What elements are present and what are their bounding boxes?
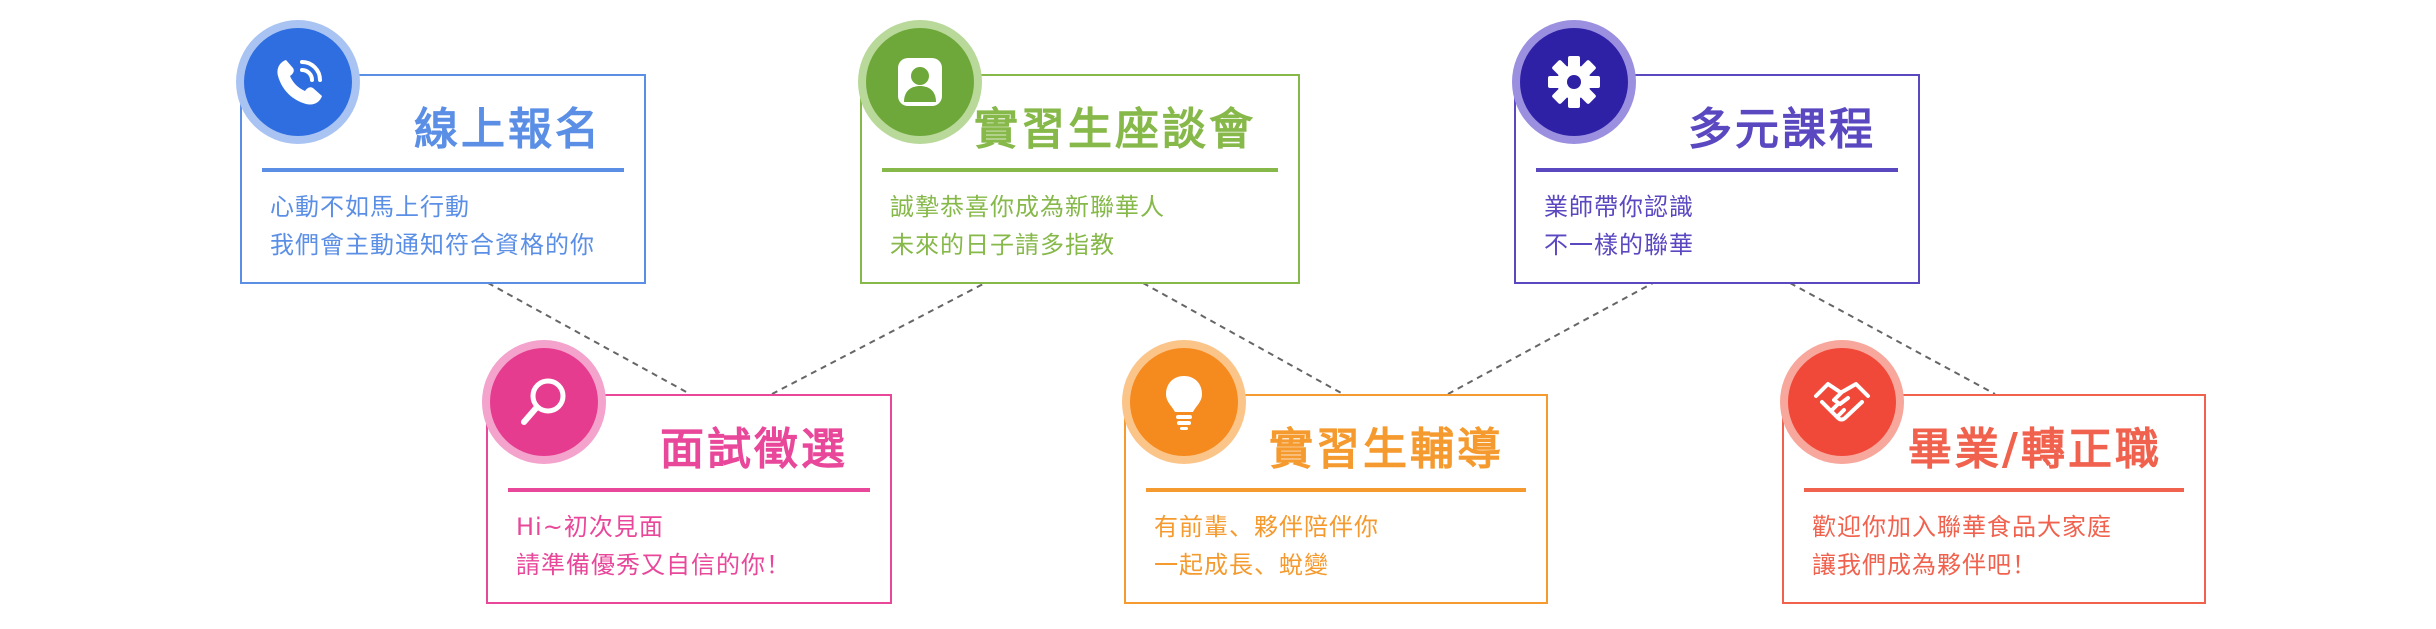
- description-line: 不一樣的聯華: [1544, 231, 1694, 259]
- gear-icon-badge: [1512, 20, 1636, 144]
- title-underline: [262, 168, 624, 172]
- lightbulb-icon-badge: [1122, 340, 1246, 464]
- person-icon-badge: [858, 20, 982, 144]
- search-icon-badge: [482, 340, 606, 464]
- lightbulb-icon: [1166, 376, 1202, 430]
- title-underline: [1804, 488, 2184, 492]
- person-icon: [898, 58, 942, 106]
- step-title: 實習生座談會: [974, 104, 1256, 155]
- phone-icon: [277, 60, 322, 105]
- step-card-orientation: 實習生座談會 誠摯恭喜你成為新聯華人 未來的日子請多指教: [860, 74, 1300, 284]
- title-underline: [1536, 168, 1898, 172]
- description-line: 讓我們成為夥伴吧！: [1812, 551, 2037, 579]
- gear-icon: [1548, 56, 1600, 108]
- search-icon: [521, 378, 566, 425]
- step-description: 業師帶你認識 不一樣的聯華: [1544, 188, 1694, 264]
- connector-line: [1789, 282, 1996, 395]
- step-card-interview: 面試徵選 Hi~初次見面 請準備優秀又自信的你！: [486, 394, 892, 604]
- connector-line: [1142, 282, 1344, 395]
- step-title: 畢業/轉正職: [1907, 424, 2162, 475]
- handshake-icon-badge: [1780, 340, 1904, 464]
- description-line: 一起成長、蛻變: [1154, 551, 1329, 579]
- description-line: 業師帶你認識: [1544, 193, 1694, 221]
- step-description: 有前輩、夥伴陪伴你 一起成長、蛻變: [1154, 508, 1379, 584]
- step-description: 心動不如馬上行動 我們會主動通知符合資格的你: [270, 188, 595, 264]
- connector-line: [487, 282, 691, 395]
- handshake-icon: [1814, 382, 1870, 422]
- title-underline: [508, 488, 870, 492]
- description-line: 請準備優秀又自信的你！: [516, 551, 791, 579]
- phone-icon-badge: [236, 20, 360, 144]
- description-line: 有前輩、夥伴陪伴你: [1154, 513, 1379, 541]
- description-line: 心動不如馬上行動: [270, 193, 470, 221]
- step-description: 歡迎你加入聯華食品大家庭 讓我們成為夥伴吧！: [1812, 508, 2112, 584]
- connector-line: [1447, 282, 1654, 395]
- description-line: 未來的日子請多指教: [890, 231, 1115, 259]
- title-underline: [882, 168, 1278, 172]
- step-title: 多元課程: [1688, 104, 1876, 155]
- step-title: 線上報名: [414, 104, 602, 155]
- step-title: 實習生輔導: [1269, 424, 1504, 475]
- step-description: Hi~初次見面 請準備優秀又自信的你！: [516, 508, 791, 584]
- step-description: 誠摯恭喜你成為新聯華人 未來的日子請多指教: [890, 188, 1165, 264]
- connector-line: [771, 282, 986, 395]
- step-title: 面試徵選: [660, 424, 848, 475]
- description-line: 我們會主動通知符合資格的你: [270, 231, 595, 259]
- description-line: 歡迎你加入聯華食品大家庭: [1812, 513, 2112, 541]
- title-underline: [1146, 488, 1526, 492]
- step-card-graduation: 畢業/轉正職 歡迎你加入聯華食品大家庭 讓我們成為夥伴吧！: [1782, 394, 2206, 604]
- description-line: Hi~初次見面: [516, 513, 664, 541]
- description-line: 誠摯恭喜你成為新聯華人: [890, 193, 1165, 221]
